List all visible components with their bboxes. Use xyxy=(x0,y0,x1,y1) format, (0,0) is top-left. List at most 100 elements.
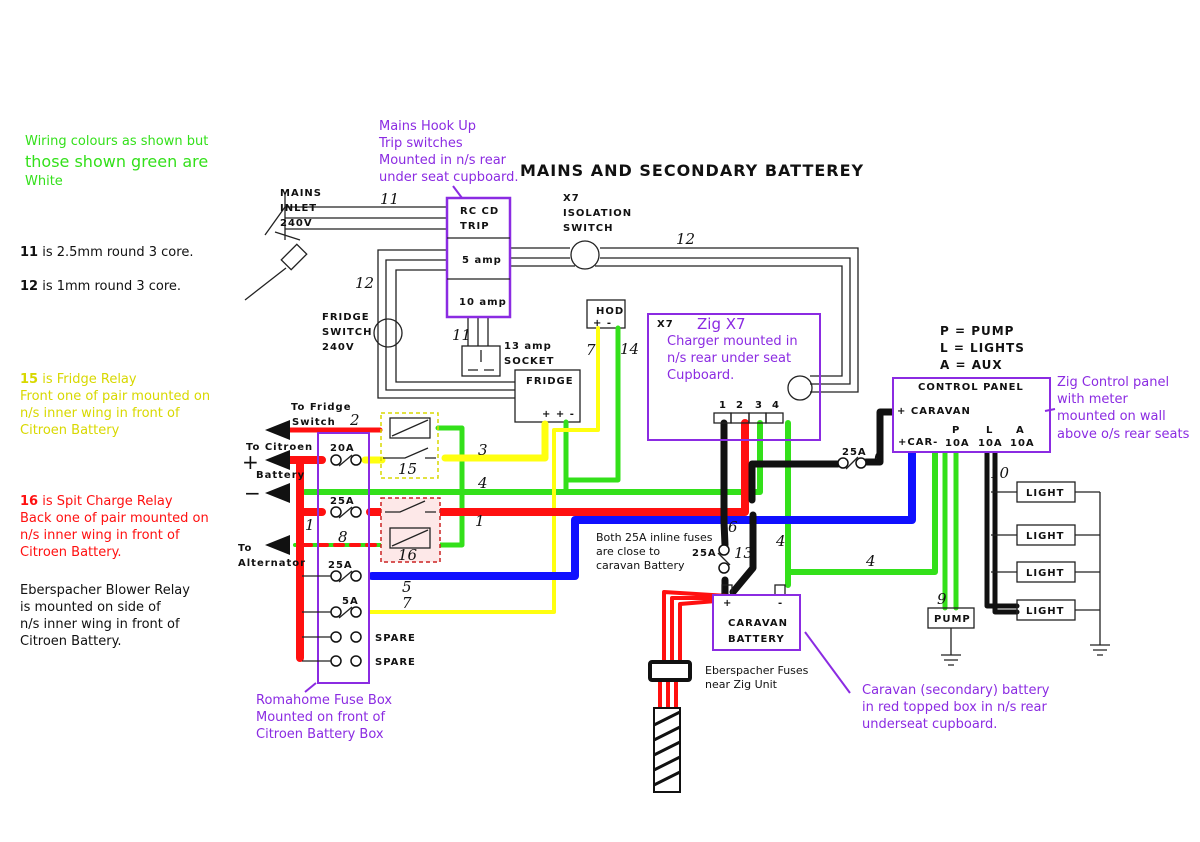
breaker-5amp: 5 amp xyxy=(462,255,502,266)
note-blower: n/s inner wing in front of xyxy=(20,617,180,632)
wire-14-green xyxy=(563,325,621,495)
callout-control: with meter xyxy=(1057,392,1128,407)
fuse-row: 20A xyxy=(330,443,362,467)
wire-number: 12 xyxy=(355,274,374,292)
arrow-label-fridge: To Fridge xyxy=(291,402,352,413)
x7-label: X7 xyxy=(657,319,674,330)
socket-13amp xyxy=(461,345,501,377)
fridge-switch-label: FRIDGE xyxy=(322,312,370,323)
wire-7-yellow xyxy=(368,326,600,614)
note-inline-fuses: are close to xyxy=(596,545,660,558)
plus-sign: + xyxy=(242,450,259,474)
wire-number: 14 xyxy=(620,340,639,358)
battery-label: BATTERY xyxy=(728,634,785,645)
cp-car-terminal: +CAR- xyxy=(898,437,938,448)
light xyxy=(1016,481,1076,503)
callout-mains: Mains Hook Up xyxy=(379,119,476,134)
note-blower: Eberspacher Blower Relay xyxy=(20,583,190,598)
wire-number: 4 xyxy=(775,532,786,550)
wire-5-blue xyxy=(368,448,916,580)
wire-number: 9 xyxy=(937,590,947,608)
isolation-label: X7 xyxy=(563,193,580,204)
diagram-title: MAINS AND SECONDARY BATTEREY xyxy=(520,161,864,180)
arrow-left-icon xyxy=(265,450,290,470)
callout-fusebox: Mounted on front of xyxy=(256,710,385,725)
terminal-label: 1 xyxy=(719,400,727,411)
minus-sign: − xyxy=(244,481,261,505)
wire-number: 11 xyxy=(452,326,471,344)
romahome-fuse-box: 20A 25A 25A 5A SPARE SPARE xyxy=(302,432,416,684)
legend-aux: A = AUX xyxy=(940,358,1003,372)
hod-terminals: + - xyxy=(593,318,612,329)
wire-number: 6 xyxy=(728,518,738,536)
note-eber-fuses: near Zig Unit xyxy=(705,678,778,691)
spare-label: SPARE xyxy=(375,657,416,668)
zig-x7-title: Zig X7 xyxy=(697,315,746,333)
wire-number: 8 xyxy=(338,528,348,546)
zig-x7-charger: X7 Zig X7 Charger mounted in n/s rear un… xyxy=(647,313,821,441)
hod-box: HOD + - xyxy=(586,299,626,329)
callout-fusebox: Citroen Battery Box xyxy=(256,727,384,742)
fridge-switch-label: 240V xyxy=(322,342,355,353)
battery-plus: + xyxy=(723,598,732,609)
fuse-20a-label: 20A xyxy=(330,443,355,454)
note-colours-1: Wiring colours as shown but xyxy=(25,134,208,149)
mains-inlet-label: 240V xyxy=(280,218,313,229)
legend-lights: L = LIGHTS xyxy=(940,341,1025,355)
wire-4-green xyxy=(302,420,763,495)
control-panel: CONTROL PANEL + CARAVAN +CAR- P 10A L 10… xyxy=(892,377,1051,453)
callout-battery: in red topped box in n/s rear xyxy=(862,700,1048,715)
arrow-label-citroen: Battery xyxy=(256,470,305,481)
fuse-row: 25A xyxy=(330,496,362,519)
zig-x7-note: Cupboard. xyxy=(667,368,734,383)
wire-1-red xyxy=(286,419,749,662)
wire-numbers: 11 12 12 11 7 14 2 3 4 1 1 8 15 16 5 7 6… xyxy=(305,190,1010,612)
note-blower: is mounted on side of xyxy=(20,600,161,615)
note-inline-fuses: caravan Battery xyxy=(596,559,685,572)
x7-mains-input-icon xyxy=(787,375,813,401)
callout-control: Zig Control panel xyxy=(1057,375,1169,390)
control-panel-title: CONTROL PANEL xyxy=(918,382,1024,393)
callouts: Mains Hook Up Trip switches Mounted in n… xyxy=(256,119,1190,742)
wire-number: 10 xyxy=(990,464,1010,482)
wire-10-black xyxy=(984,449,1020,615)
fuse-row: 5A xyxy=(302,596,362,619)
callout-mains: Trip switches xyxy=(378,136,463,151)
callout-battery: Caravan (secondary) battery xyxy=(862,683,1050,698)
wire-relay-coils-green xyxy=(435,425,465,548)
note-relay-15: 15 is Fridge Relay xyxy=(20,372,137,387)
pump-label: PUMP xyxy=(934,614,971,625)
note-colours-2: those shown green are xyxy=(25,152,208,171)
breaker-10amp: 10 amp xyxy=(459,297,507,308)
spare-fuse-row: SPARE xyxy=(302,655,416,668)
left-notes: Wiring colours as shown but those shown … xyxy=(20,134,210,649)
socket-label: 13 amp xyxy=(504,341,552,352)
light xyxy=(1016,524,1076,546)
callout-mains: under seat cupboard. xyxy=(379,170,518,185)
wire-number: 4 xyxy=(865,552,876,570)
pump: PUMP xyxy=(927,607,975,666)
mains-plug-icon xyxy=(280,243,308,271)
fridge-terminals: + + - xyxy=(542,409,575,420)
note-relay-16-line: Back one of pair mounted on xyxy=(20,511,209,526)
cp-output-label: A xyxy=(1016,425,1025,436)
wire-number: 16 xyxy=(398,546,418,564)
note-relay-16-line: Citroen Battery. xyxy=(20,545,122,560)
note-relay-15-line: n/s inner wing in front of xyxy=(20,406,180,421)
spare-label: SPARE xyxy=(375,633,416,644)
isolation-label: ISOLATION xyxy=(563,208,632,219)
hod-label: HOD xyxy=(596,306,624,317)
rcd-label: TRIP xyxy=(460,221,490,232)
inline-fuse-25a-b: 25A xyxy=(692,544,731,574)
zig-x7-note: n/s rear under seat xyxy=(667,351,791,366)
note-inline-fuses: Both 25A inline fuses xyxy=(596,531,713,544)
terminal-label: 3 xyxy=(755,400,763,411)
wire-13-black xyxy=(729,511,757,596)
wire-9-green xyxy=(942,449,959,611)
relay-15 xyxy=(380,412,439,479)
rcd-label: RC CD xyxy=(460,206,499,217)
note-relay-16-line: n/s inner wing in front of xyxy=(20,528,180,543)
wire-number: 7 xyxy=(402,594,412,612)
eberspacher-cable-icon xyxy=(653,707,681,793)
